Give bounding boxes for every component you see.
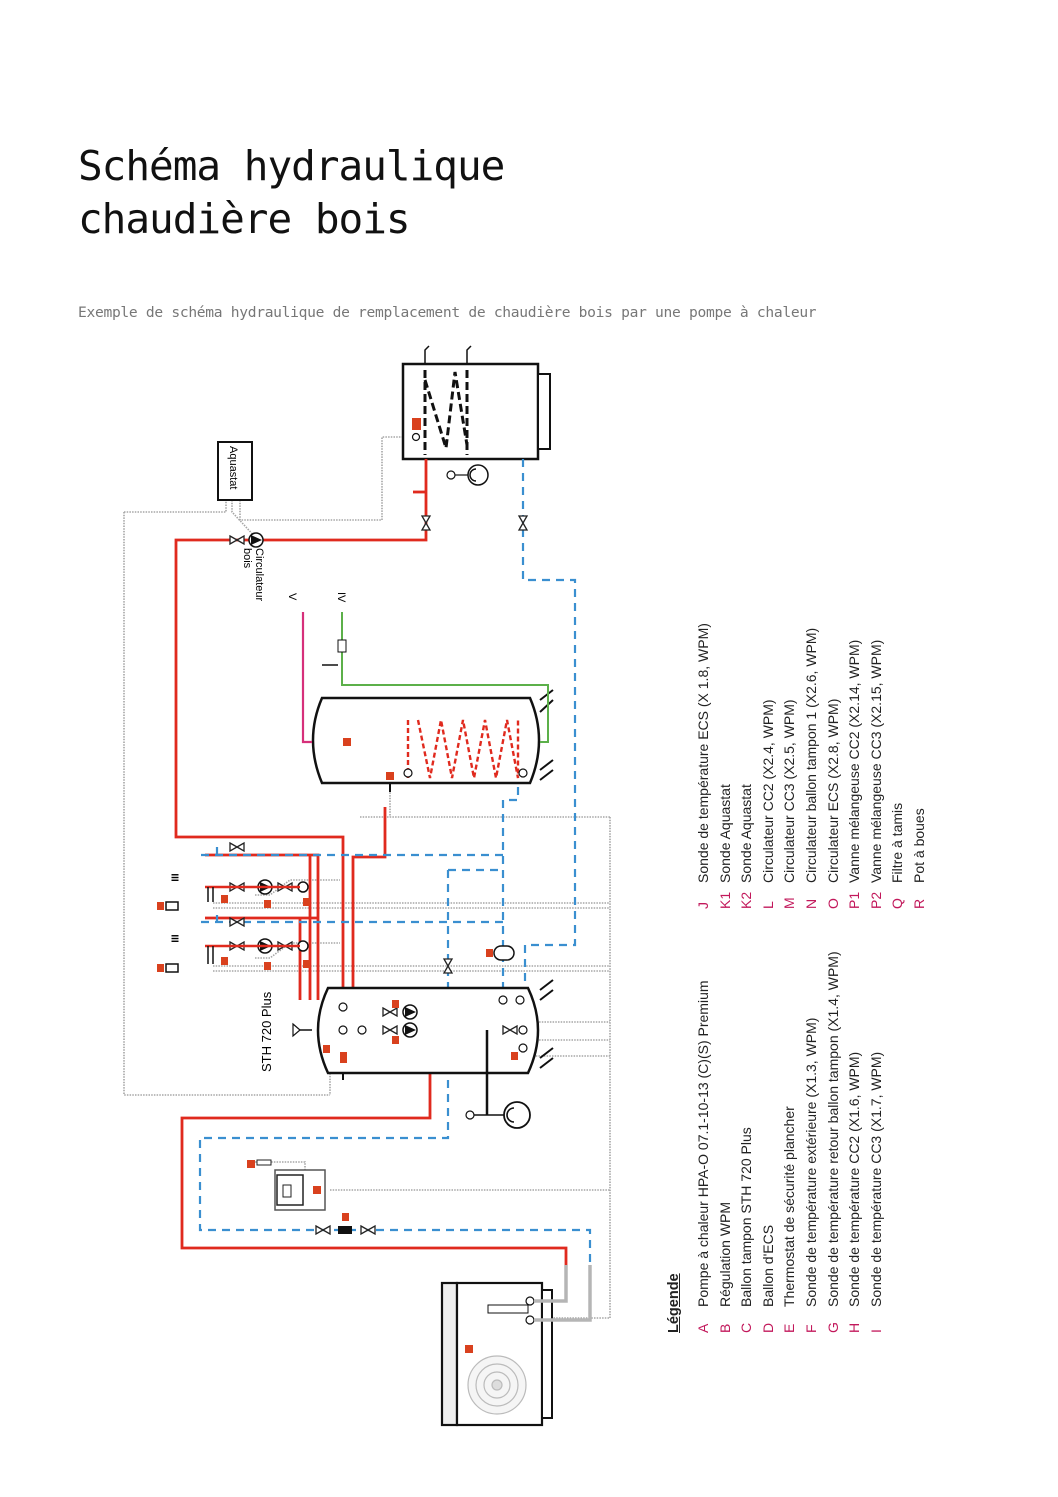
legend-key: A xyxy=(695,1323,711,1333)
legend-text: Ballon tampon STH 720 Plus xyxy=(738,1127,755,1307)
legend-key: I xyxy=(867,1329,884,1333)
legend-key: O xyxy=(824,898,841,909)
aquastat-box xyxy=(217,441,528,548)
legend-key: F xyxy=(802,1324,819,1333)
hot-flow-pipes xyxy=(174,459,568,1265)
legend-key: P1 xyxy=(846,891,863,909)
legend-key: Q xyxy=(889,898,906,909)
legend-item: N Circulateur ballon tampon 1 (X2.6, WPM) xyxy=(801,623,823,909)
legend-key: P2 xyxy=(867,891,884,909)
legend-text: Régulation WPM xyxy=(716,1201,733,1307)
legend-text: Circulateur ballon tampon 1 (X2.6, WPM) xyxy=(802,627,819,883)
title-line-2: chaudière bois xyxy=(78,195,411,243)
legend-item: J Sonde de température ECS (X 1.8, WPM) xyxy=(693,623,715,909)
legend-item: P2 Vanne mélangeuse CC3 (X2.15, WPM) xyxy=(866,623,888,909)
legend-key: N xyxy=(802,898,819,909)
legend-key: R xyxy=(910,898,927,909)
legend-key: C xyxy=(738,1322,755,1333)
legend-text: Vanne mélangeuse CC3 (X2.15, WPM) xyxy=(867,639,884,883)
legend-title: Légende xyxy=(666,1273,682,1333)
page-title: Schéma hydraulique chaudière bois xyxy=(78,140,505,246)
return-pipes xyxy=(198,459,592,1265)
legend-key: G xyxy=(824,1322,841,1333)
wood-boiler xyxy=(401,345,551,486)
page-subtitle: Exemple de schéma hydraulique de remplac… xyxy=(78,304,817,321)
legend-key: M xyxy=(781,897,798,909)
ecs-tank xyxy=(301,612,554,792)
legend-key: K1 xyxy=(716,891,733,909)
legend-key: B xyxy=(716,1323,733,1333)
heating-circuits xyxy=(157,842,310,973)
legend-item: M Circulateur CC3 (X2.5, WPM) xyxy=(779,623,801,909)
legend-text: Circulateur CC2 (X2.4, WPM) xyxy=(759,699,776,883)
title-line-1: Schéma hydraulique xyxy=(78,142,505,190)
legend-text: Sonde de température extérieure (X1.3, W… xyxy=(802,1017,819,1307)
legend-key: J xyxy=(695,902,711,909)
legend-text: Filtre à tamis xyxy=(889,802,906,883)
legend-text: Sonde de température ECS (X 1.8, WPM) xyxy=(695,623,711,883)
legend-text: Sonde de température CC3 (X1.7, WPM) xyxy=(867,1051,884,1307)
legend-key: H xyxy=(846,1322,863,1333)
legend-item: K2 Sonde Aquastat xyxy=(736,623,758,909)
legend-item: K1 Sonde Aquastat xyxy=(715,623,737,909)
legend-item: R Pot à boues xyxy=(909,623,931,909)
legend-key: L xyxy=(759,901,776,909)
legend-text: Circulateur ECS (X2.8, WPM) xyxy=(824,698,841,883)
legend-text: Ballon d'ECS xyxy=(759,1224,776,1307)
legend-text: Sonde de température retour ballon tampo… xyxy=(824,951,841,1307)
legend-item: O Circulateur ECS (X2.8, WPM) xyxy=(823,623,845,909)
legend-item: Q Filtre à tamis xyxy=(887,623,909,909)
legend-text: Pompe à chaleur HPA-O 07.1-10-13 (C)(S) … xyxy=(695,980,711,1307)
legend-text: Circulateur CC3 (X2.5, WPM) xyxy=(781,699,798,883)
legend-key: D xyxy=(759,1322,776,1333)
legend-text: Sonde de température CC2 (X1.6, WPM) xyxy=(846,1051,863,1307)
legend-key: E xyxy=(781,1323,798,1333)
buffer-tank xyxy=(292,945,554,1129)
heat-pump xyxy=(440,1265,592,1427)
legend-text: Sonde Aquastat xyxy=(738,784,755,883)
legend-text: Vanne mélangeuse CC2 (X2.14, WPM) xyxy=(846,639,863,883)
legend-key: K2 xyxy=(738,891,755,909)
signal-wiring xyxy=(123,430,611,1319)
wpm-controller xyxy=(247,1159,376,1235)
legend: Légende A Pompe à chaleur HPA-O 07.1-10-1… xyxy=(663,553,927,1333)
legend-text: Thermostat de sécurité plancher xyxy=(781,1106,798,1307)
legend-text: Sonde Aquastat xyxy=(716,784,733,883)
legend-text: Pot à boues xyxy=(910,808,927,883)
legend-column-2: J Sonde de température ECS (X 1.8, WPM) K… xyxy=(693,623,931,909)
legend-item: P1 Vanne mélangeuse CC2 (X2.14, WPM) xyxy=(844,623,866,909)
legend-item: L Circulateur CC2 (X2.4, WPM) xyxy=(758,623,780,909)
